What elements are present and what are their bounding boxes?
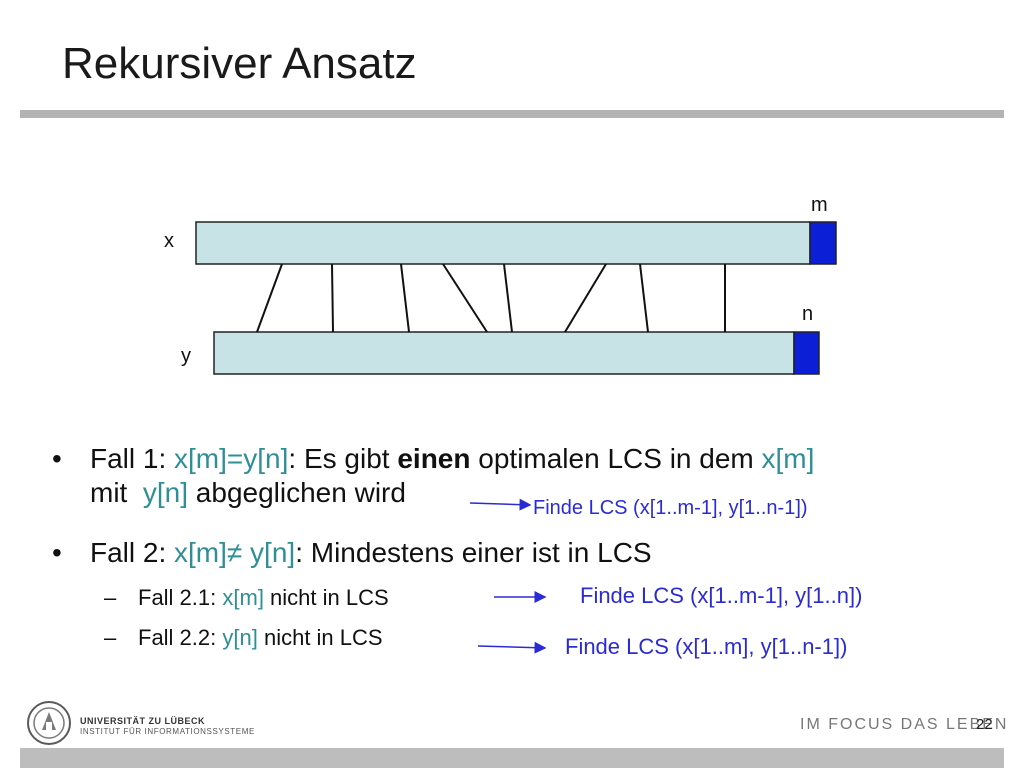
page-number: 22 [976,716,993,733]
sequence-x-bar [195,221,811,265]
alignment-line [442,263,488,333]
bullet-dot: • [52,537,62,568]
university-name: UNIVERSITÄT ZU LÜBECK [80,716,205,726]
fall1-condition: x[m]=y[n] [174,443,289,474]
arrow-fall1 [469,498,532,511]
sequence-y-bar [213,331,795,375]
university-seal-icon [27,701,71,745]
institute-name: INSTITUT FÜR INFORMATIONSSYSTEME [80,727,255,736]
fall1-xm: x[m] [761,443,815,474]
slide-title: Rekursiver Ansatz [62,39,417,88]
fall2-condition: x[m]≠ y[n] [174,537,296,568]
note-fall21: Finde LCS (x[1..m-1], y[1..n]) [580,583,863,608]
footer-tagline: IM FOCUS DAS LEBEN [800,716,1009,733]
fall1-yn: y[n] [142,477,189,508]
bullet-dot: • [52,443,62,474]
alignment-line [564,263,607,333]
alignment-line [256,263,283,333]
fall1-line1: Fall 1: x[m]=y[n]: Es gibt einen optimal… [90,443,815,474]
footer-band [20,748,1004,768]
sequence-y-last-element [793,331,820,375]
note-fall1: Finde LCS (x[1..m-1], y[1..n-1]) [533,497,808,519]
alignment-line [331,263,334,333]
alignment-line [400,263,410,333]
alignment-line [639,263,649,333]
fall1-emphasis: einen [397,443,471,474]
title-divider [20,110,1004,118]
note-fall22: Finde LCS (x[1..m], y[1..n-1]) [565,634,848,659]
label-y: y [181,345,191,367]
fall1-line2: mit y[n] abgeglichen wird [90,477,406,508]
label-m: m [811,194,828,216]
label-x: x [164,230,174,252]
arrow-fall22 [477,641,547,654]
alignment-line [503,263,513,333]
alignment-lines [256,263,726,333]
label-n: n [802,303,813,325]
sequence-x-last-element [809,221,837,265]
